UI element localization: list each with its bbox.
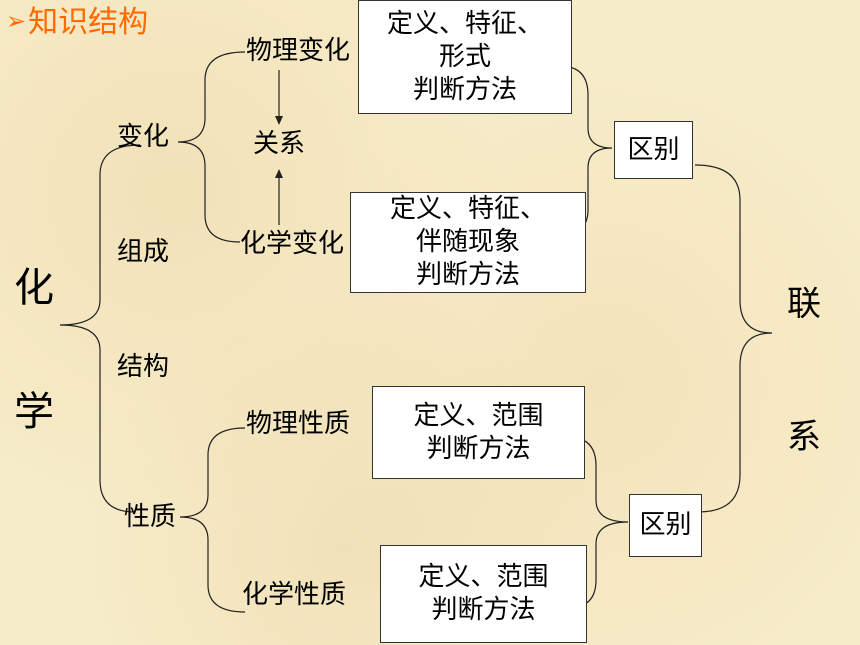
arrow-bullet-icon: ➢ <box>6 7 27 35</box>
title-text: 知识结构 <box>28 5 149 40</box>
branch-composition: 组成 <box>117 237 170 267</box>
box-line: 判断方法 <box>415 260 520 290</box>
link-char-2: 系 <box>787 417 821 457</box>
branch-change: 变化 <box>117 122 170 152</box>
link-brace <box>694 164 773 513</box>
property-brace <box>179 427 246 613</box>
box-line: 定义、范围 <box>418 562 549 592</box>
box-line: 伴随现象 <box>415 227 520 257</box>
arrow-up-head <box>275 169 283 178</box>
box-line: 判断方法 <box>412 74 517 105</box>
chemical-property-label: 化学性质 <box>242 580 347 610</box>
section-title: ➢知识结构 <box>6 8 148 38</box>
difference-bottom-brace <box>567 436 629 609</box>
chemical-change-label: 化学变化 <box>240 229 345 259</box>
box-line: 判断方法 <box>426 433 531 464</box>
box-line: 定义、特征、 <box>389 194 546 224</box>
branch-property: 性质 <box>124 502 177 532</box>
change-brace <box>177 51 246 243</box>
box-line: 定义、特征、 <box>386 8 543 39</box>
physical-property-label: 物理性质 <box>246 409 351 439</box>
link-char-1: 联 <box>787 284 821 324</box>
box-line: 区别 <box>639 510 692 540</box>
main-brace <box>59 144 141 513</box>
box-line: 形式 <box>438 41 491 72</box>
physical-property-box: 定义、范围 判断方法 <box>372 386 585 479</box>
relation-label: 关系 <box>253 129 306 159</box>
chemical-change-box: 定义、特征、 伴随现象 判断方法 <box>350 192 586 293</box>
root-char-1: 化 <box>14 265 54 311</box>
box-line: 判断方法 <box>431 595 536 625</box>
difference-bottom-box: 区别 <box>629 494 702 557</box>
box-line: 定义、范围 <box>413 400 544 431</box>
arrow-down-head <box>275 116 283 125</box>
difference-top-brace <box>559 65 613 236</box>
box-line: 区别 <box>627 134 680 165</box>
chemical-property-box: 定义、范围 判断方法 <box>380 545 587 643</box>
root-char-2: 学 <box>14 389 54 435</box>
branch-structure: 结构 <box>117 352 170 382</box>
physical-change-label: 物理变化 <box>246 36 351 66</box>
physical-change-box: 定义、特征、 形式 判断方法 <box>358 0 572 114</box>
difference-top-box: 区别 <box>614 121 693 179</box>
